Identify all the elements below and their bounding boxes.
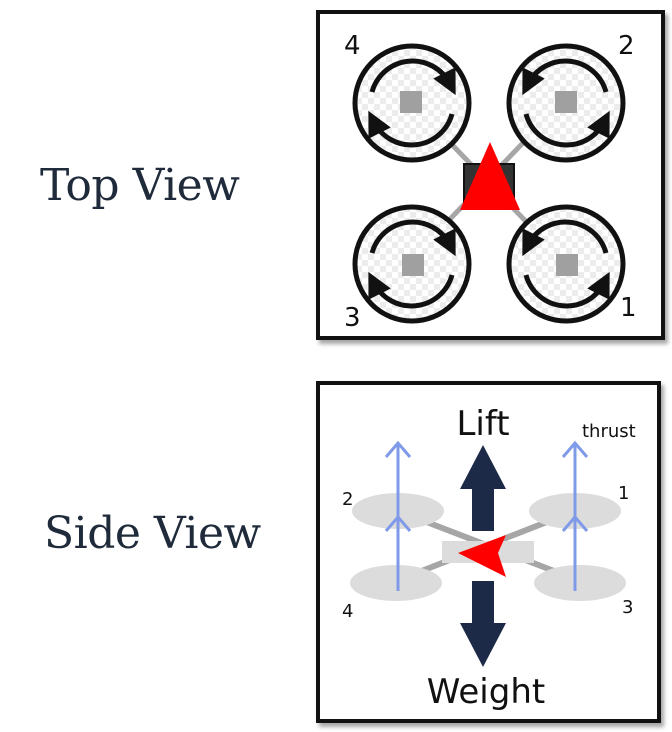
motor-number-1: 1	[618, 483, 629, 504]
top-view-diagram: 4 2 3 1	[344, 31, 637, 333]
motor-number-3: 3	[622, 597, 633, 618]
top-view-label: Top View	[40, 160, 240, 211]
rotation-arrow-icon	[523, 110, 610, 148]
motor-number-4: 4	[344, 31, 361, 61]
thrust-arrows	[384, 440, 589, 591]
rotor-1	[506, 204, 626, 324]
rotor-disc-4	[350, 565, 442, 601]
rotor-3	[352, 204, 472, 324]
motor-number-1: 1	[620, 293, 637, 323]
rotation-arrow-icon	[368, 110, 455, 148]
thrust-arrow-icon	[384, 440, 412, 519]
rotation-arrow-icon	[523, 271, 610, 309]
rotation-arrow-icon	[369, 219, 456, 257]
side-view-label: Side View	[44, 508, 261, 559]
heading-arrow-icon	[458, 535, 506, 577]
rotor-disc-3	[534, 565, 626, 601]
lift-arrow-icon	[460, 445, 506, 531]
motor-icon	[555, 91, 577, 113]
heading-arrow-icon	[460, 142, 520, 210]
rotor-4	[352, 43, 472, 163]
motor-number-2: 2	[342, 489, 353, 510]
motor-icon	[400, 91, 422, 113]
side-view-panel: Lift Weight thrust 2 1 4 3	[316, 381, 661, 723]
weight-label: Weight	[427, 672, 545, 712]
rotation-arrow-icon	[522, 58, 609, 96]
top-view-panel: 4 2 3 1	[316, 10, 665, 340]
side-view-diagram: Lift Weight thrust 2 1 4 3	[342, 404, 636, 712]
motor-icon	[556, 254, 578, 276]
drone-body	[460, 142, 520, 210]
thrust-arrow-icon	[561, 514, 589, 591]
thrust-arrow-icon	[561, 440, 589, 519]
motor-icon	[402, 254, 424, 276]
motor-number-3: 3	[344, 303, 361, 333]
thrust-arrow-icon	[384, 514, 412, 591]
motor-number-2: 2	[618, 31, 635, 61]
rotation-arrow-icon	[522, 219, 609, 257]
rotation-arrow-icon	[368, 271, 455, 309]
lift-label: Lift	[456, 404, 509, 444]
rotor-2	[506, 43, 626, 163]
motor-number-4: 4	[342, 601, 353, 622]
thrust-label: thrust	[582, 421, 636, 442]
rotation-arrow-icon	[369, 58, 456, 96]
weight-arrow-icon	[460, 581, 506, 667]
